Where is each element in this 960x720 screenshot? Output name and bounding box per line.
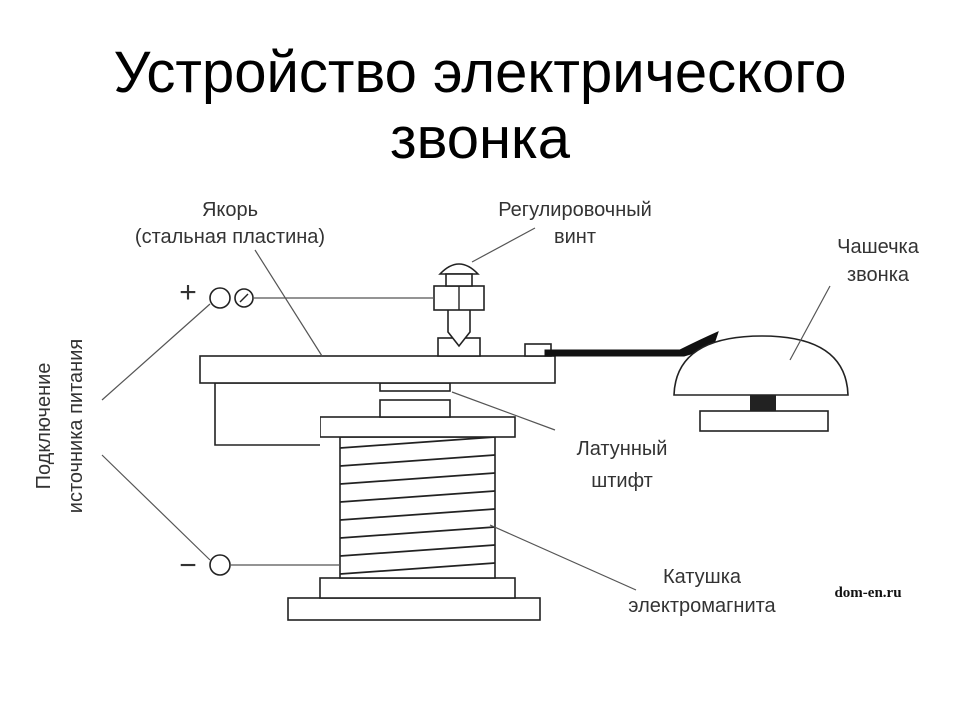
cup-label-2: звонка <box>847 264 910 286</box>
power-label-2: источника питания <box>65 339 87 513</box>
screw-label-1: Регулировочный <box>498 199 652 221</box>
coil-label-1: Катушка <box>663 566 742 588</box>
leader-lines <box>101 227 831 591</box>
minus-sign: − <box>179 549 197 582</box>
frame-bracket <box>214 382 320 446</box>
plus-sign: + <box>179 276 197 309</box>
adjusting-screw <box>433 263 485 357</box>
coil-bottom-flange <box>319 577 516 599</box>
coil-winding <box>339 436 496 575</box>
minus-terminal <box>209 554 231 576</box>
bell-stem <box>750 395 776 411</box>
base-plate <box>287 597 541 621</box>
power-label-1: Подключение <box>33 363 55 490</box>
screw-label-2: винт <box>554 226 596 248</box>
core-top <box>379 399 451 418</box>
coil-label-2: электромагнита <box>628 595 776 617</box>
anchor-label-1: Якорь <box>202 199 258 221</box>
bell-base <box>699 410 829 432</box>
pin-label-2: штифт <box>591 470 653 492</box>
plus-terminal <box>209 287 231 309</box>
watermark: dom-en.ru <box>834 585 901 601</box>
anchor-plate <box>199 355 556 384</box>
brass-pin <box>379 382 451 392</box>
bell-cup <box>673 335 849 396</box>
cup-label-1: Чашечка <box>837 236 920 258</box>
title-line-2: звонка <box>390 106 570 171</box>
page-title: Устройство электрического звонка <box>0 40 960 172</box>
coil-top-flange <box>319 416 516 438</box>
title-line-1: Устройство электрического <box>113 40 847 105</box>
anchor-label-2: (стальная пластина) <box>135 226 325 248</box>
electromagnet-coil <box>339 436 496 579</box>
pin-label-1: Латунный <box>577 438 668 460</box>
clapper-arm <box>544 331 719 357</box>
